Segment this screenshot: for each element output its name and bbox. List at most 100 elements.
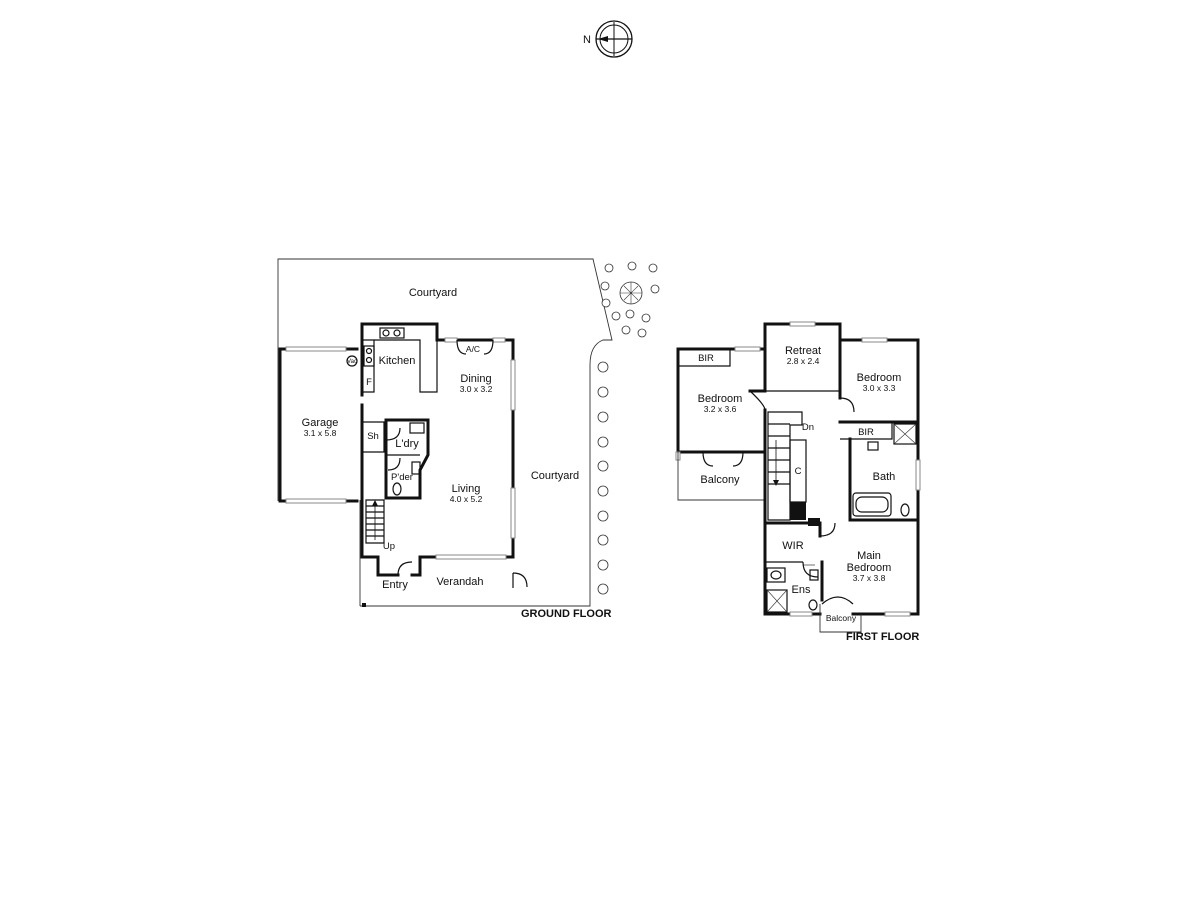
entry-door-swing [397,561,413,576]
ensuite-toilet-icon [808,599,818,611]
bedroom-right-window [861,337,888,343]
vac-icon [346,355,358,367]
shrub-icon [648,263,658,273]
retreat-size: 2.8 x 2.4 [787,356,820,366]
living-window-bottom [435,554,507,560]
garage-size: 3.1 x 5.8 [304,428,337,438]
shrub-icon [597,510,609,522]
bedroom-left-label: Bedroom [698,393,743,405]
bedroom-left-walls [676,347,767,454]
site-boundary [277,258,613,607]
shower-label: Sh [367,431,379,442]
shrub-icon [611,311,621,321]
shrub-icon [600,281,610,291]
laundry-label: L'dry [395,438,419,450]
duct-block [790,502,806,520]
tree-detail [620,282,642,304]
living-size: 4.0 x 5.2 [450,494,483,504]
kitchen-top-walls [360,322,439,397]
ensuite-shower-cross [766,589,788,613]
courtyard-right-label: Courtyard [531,470,579,482]
wir-label: WIR [782,540,803,552]
laundry-tub-icon [409,422,425,434]
shrub-icon [627,261,637,271]
garden-plants [597,261,660,595]
compass: N [583,20,633,58]
shrub-icon [650,284,660,294]
living-window-right [510,487,516,539]
ground-floor: Garage 3.1 x 5.8 Vac F Kitchen A/C Dinin… [277,258,660,620]
first-floor-title: FIRST FLOOR [846,631,919,643]
garage-label: Garage [302,417,339,429]
bedroom-left-size: 3.2 x 3.6 [704,404,737,414]
shrub-icon [597,583,609,595]
balcony-left-label: Balcony [700,474,740,486]
shrub-icon [637,328,647,338]
bedroom-right-size: 3.0 x 3.3 [863,383,896,393]
ground-stairs [365,499,385,544]
ac-label: A/C [466,344,480,354]
north-arrow-icon [598,36,608,42]
retreat-label: Retreat [785,345,821,357]
retreat-window [789,321,816,327]
shrub-icon [597,534,609,546]
main-bedroom-size: 3.7 x 3.8 [853,573,886,583]
shrub-icon [597,485,609,497]
shower-cross [893,423,917,445]
wir-top-wall [763,521,822,538]
sink-bowl-right [393,329,401,337]
shrub-icon [597,436,609,448]
left-lower-walls [360,403,400,577]
powder-door-swing [387,457,401,471]
retreat-door-swing [749,390,766,411]
dining-window-top-left [444,337,458,343]
shrub-icon [597,460,609,472]
garage-door-bottom [285,498,347,504]
bath-window [915,459,921,491]
balcony-left-outline [677,452,765,501]
dining-window-right [510,359,516,411]
shrub-icon [641,313,651,323]
ensuite-shower-icon [766,589,788,613]
bedroom-right-label: Bedroom [857,372,902,384]
ensuite-door-swing [802,561,819,578]
main-bedroom-label-line1: Main [857,550,881,562]
first-floor-stairs [767,411,803,521]
ensuite-vanity-icon [809,569,819,581]
bath-basin-icon [867,441,879,451]
bathtub-inner [855,496,889,513]
shrub-icon [597,411,609,423]
balcony-small-door-swing [821,596,854,605]
powder-basin-icon [411,461,421,475]
courtyard-top-label: Courtyard [409,287,457,299]
ground-floor-title: GROUND FLOOR [521,608,611,620]
dining-door-swing [456,339,494,355]
sink-bowl-left [382,329,390,337]
boundary-post [362,603,366,607]
fridge-label: F [366,377,372,388]
dining-label: Dining [460,373,491,385]
main-bedroom-label-line2: Bedroom [847,562,892,574]
bedroom-right-door-swing [839,397,855,413]
ensuite-basin-bowl [770,570,782,580]
entry-bottom-walls [410,555,515,577]
toilet-icon [392,482,402,496]
dining-window-top-right [492,337,506,343]
shrub-icon [604,263,614,273]
retreat-left-wall [748,322,767,393]
shrub-icon [625,309,635,319]
laundry-walls [384,418,430,500]
garage-window-top [285,346,347,352]
shower-walls [362,421,385,453]
shrub-icon [601,298,611,308]
sink-icon [379,327,405,339]
kitchen-label: Kitchen [379,355,416,367]
dining-outer-walls [435,338,515,559]
stair-arrow-head-icon [372,500,378,506]
cooktop-burner-2 [365,356,373,364]
living-label: Living [452,483,481,495]
bath-walls [848,437,920,522]
first-floor-stair-treads [768,423,790,485]
ensuite-window [789,611,813,617]
